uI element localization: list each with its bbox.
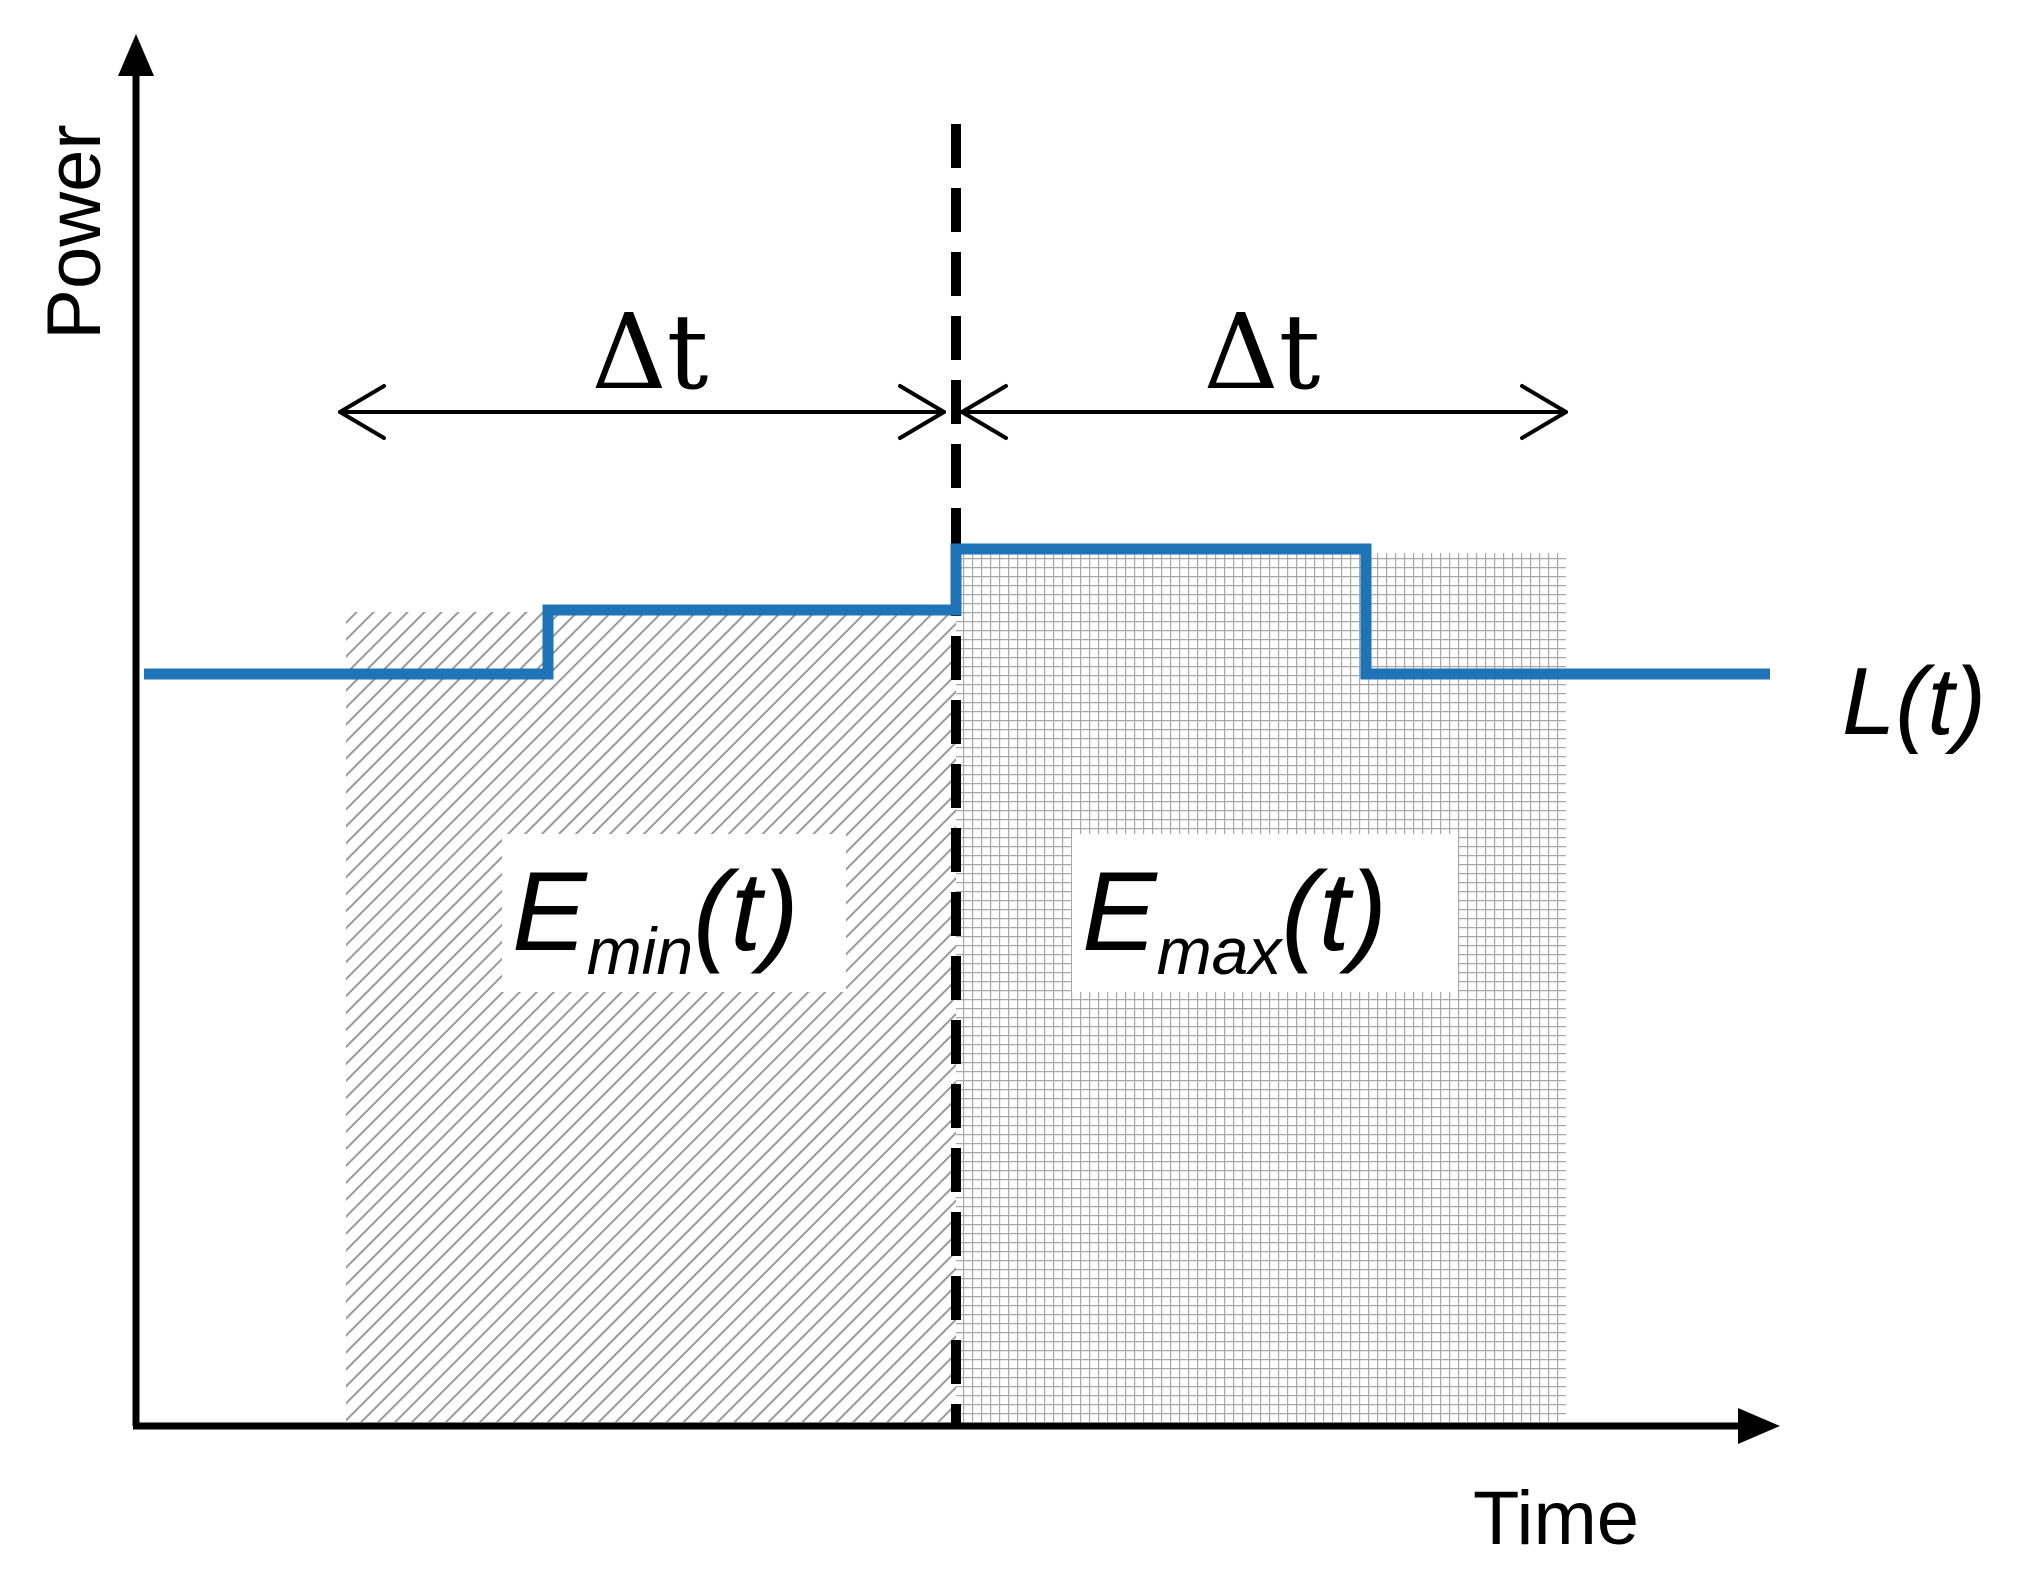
e-min-label-box	[502, 834, 846, 992]
left-interval-label: Δt	[592, 291, 709, 413]
e-min-argument: (t)	[693, 849, 799, 974]
x-axis-arrowhead	[1738, 1408, 1780, 1444]
e-min-label: Emin(t)	[502, 834, 846, 992]
e-max-symbol: E	[1082, 849, 1158, 974]
e-max-label-box	[1072, 834, 1458, 992]
load-curve-label: L(t)	[1842, 648, 1986, 755]
svg-text:Emin(t): Emin(t)	[512, 849, 799, 988]
x-axis-label: Time	[1473, 1476, 1639, 1561]
right-interval-arrow	[960, 384, 1568, 440]
e-max-subscript: max	[1157, 914, 1284, 988]
e-min-symbol: E	[512, 849, 588, 974]
right-interval-label: Δt	[1204, 291, 1321, 413]
axes	[118, 34, 1780, 1444]
load-curve	[144, 543, 1770, 680]
e-min-subscript: min	[587, 914, 693, 988]
svg-text:Emax(t): Emax(t)	[1082, 849, 1387, 988]
e-max-argument: (t)	[1281, 849, 1387, 974]
e-min-region	[346, 612, 956, 1422]
y-axis-label: Power	[32, 124, 117, 339]
left-interval-arrow	[338, 384, 946, 440]
e-max-label: Emax(t)	[1072, 834, 1458, 992]
y-axis-arrowhead	[118, 34, 154, 76]
